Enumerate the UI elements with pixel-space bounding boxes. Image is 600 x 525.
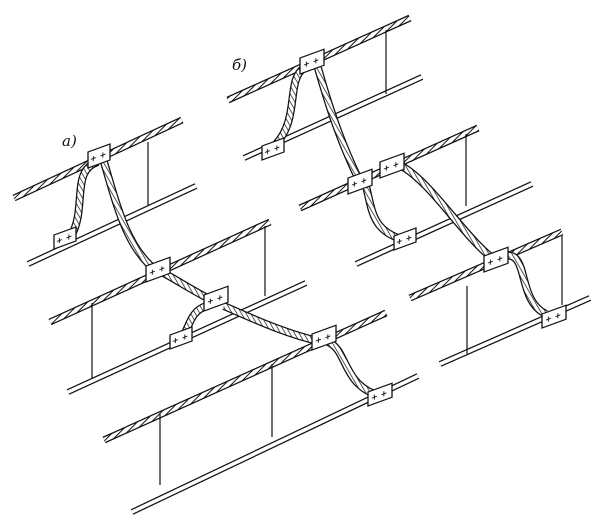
clamp-b2: + + bbox=[261, 137, 285, 161]
clamp-a4: + + bbox=[203, 285, 229, 312]
cable-b bbox=[272, 64, 549, 318]
rod-row-a3 bbox=[102, 309, 420, 515]
clamp-b4: + + bbox=[379, 152, 405, 179]
rod-row-a1 bbox=[12, 116, 198, 267]
clamp-b1: + + bbox=[299, 48, 325, 75]
clamp-b3: + + bbox=[347, 168, 373, 195]
clamp-b6: + + bbox=[483, 246, 509, 273]
clamp-a7: + + bbox=[367, 382, 393, 407]
clamp-a2: + + bbox=[53, 226, 77, 250]
clamp-a1: + + bbox=[87, 143, 111, 169]
variant-a-label: a) bbox=[62, 132, 77, 150]
clamp-a3: + + bbox=[145, 256, 171, 283]
clamp-a6: + + bbox=[311, 324, 337, 351]
clamp-b7: + + bbox=[541, 304, 567, 329]
clamp-a5: + + bbox=[169, 326, 193, 350]
variant-b-label: б) bbox=[232, 56, 247, 74]
variant-b-assembly: + + + + + + + + + + + + + + б) bbox=[226, 14, 592, 367]
variant-a-assembly: + + + + + + + + + + + + + + a) bbox=[12, 116, 420, 515]
cable-a bbox=[66, 158, 382, 400]
clamp-b5: + + bbox=[393, 227, 417, 251]
rod-row-b2 bbox=[298, 124, 534, 267]
